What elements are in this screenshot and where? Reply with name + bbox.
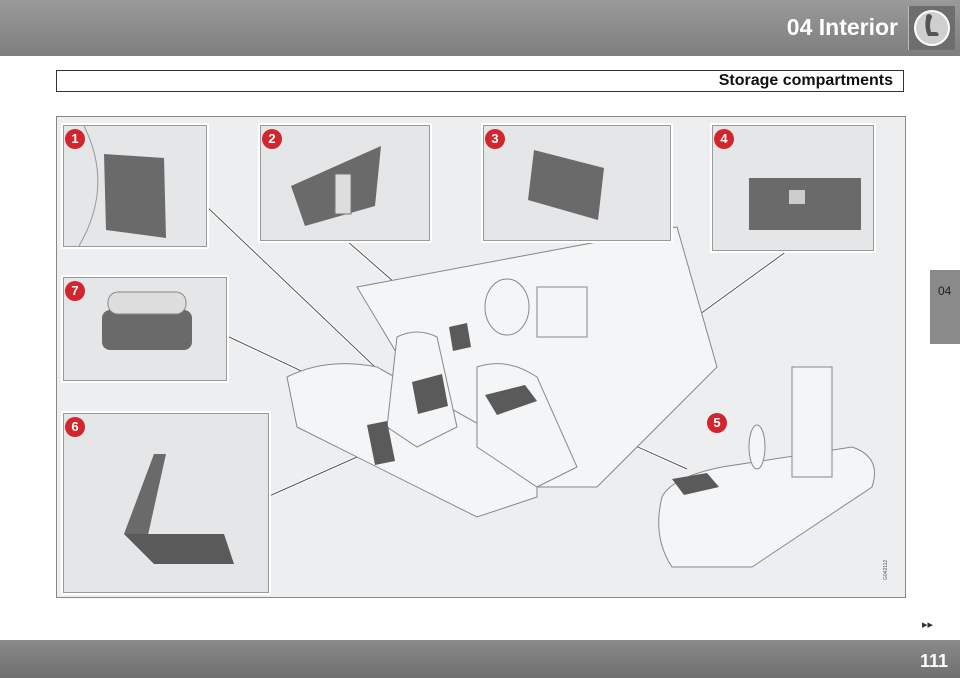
callout-3: 3 — [485, 129, 505, 149]
callout-1: 1 — [65, 129, 85, 149]
inset-glovebox — [710, 123, 876, 253]
inset-armrest-open — [61, 411, 271, 595]
continue-marker: ▸▸ — [922, 619, 934, 631]
page-number: 111 — [919, 651, 948, 671]
section-heading-box: Storage compartments — [56, 70, 904, 92]
callout-5: 5 — [707, 413, 727, 433]
header-bar — [0, 0, 960, 56]
inset-seat-net — [481, 123, 673, 243]
callout-2: 2 — [262, 129, 282, 149]
footer-bar — [0, 640, 960, 678]
seat-icon — [908, 6, 955, 50]
callout-7: 7 — [65, 281, 85, 301]
inset-door-pocket — [61, 123, 209, 249]
callout-6: 6 — [65, 417, 85, 437]
side-tab-label: 04 — [938, 284, 952, 298]
callout-4: 4 — [714, 129, 734, 149]
chapter-side-tab[interactable] — [930, 270, 960, 344]
section-title: Storage compartments — [718, 72, 893, 89]
chapter-title: 04 Interior — [786, 14, 898, 40]
inset-seat-pocket — [258, 123, 432, 243]
figure-code: G042112 — [883, 559, 889, 580]
interior-illustration: 1 2 3 4 5 6 7 — [56, 116, 906, 598]
inset-armrest-closed — [61, 275, 229, 383]
illustration-lines — [203, 203, 875, 568]
